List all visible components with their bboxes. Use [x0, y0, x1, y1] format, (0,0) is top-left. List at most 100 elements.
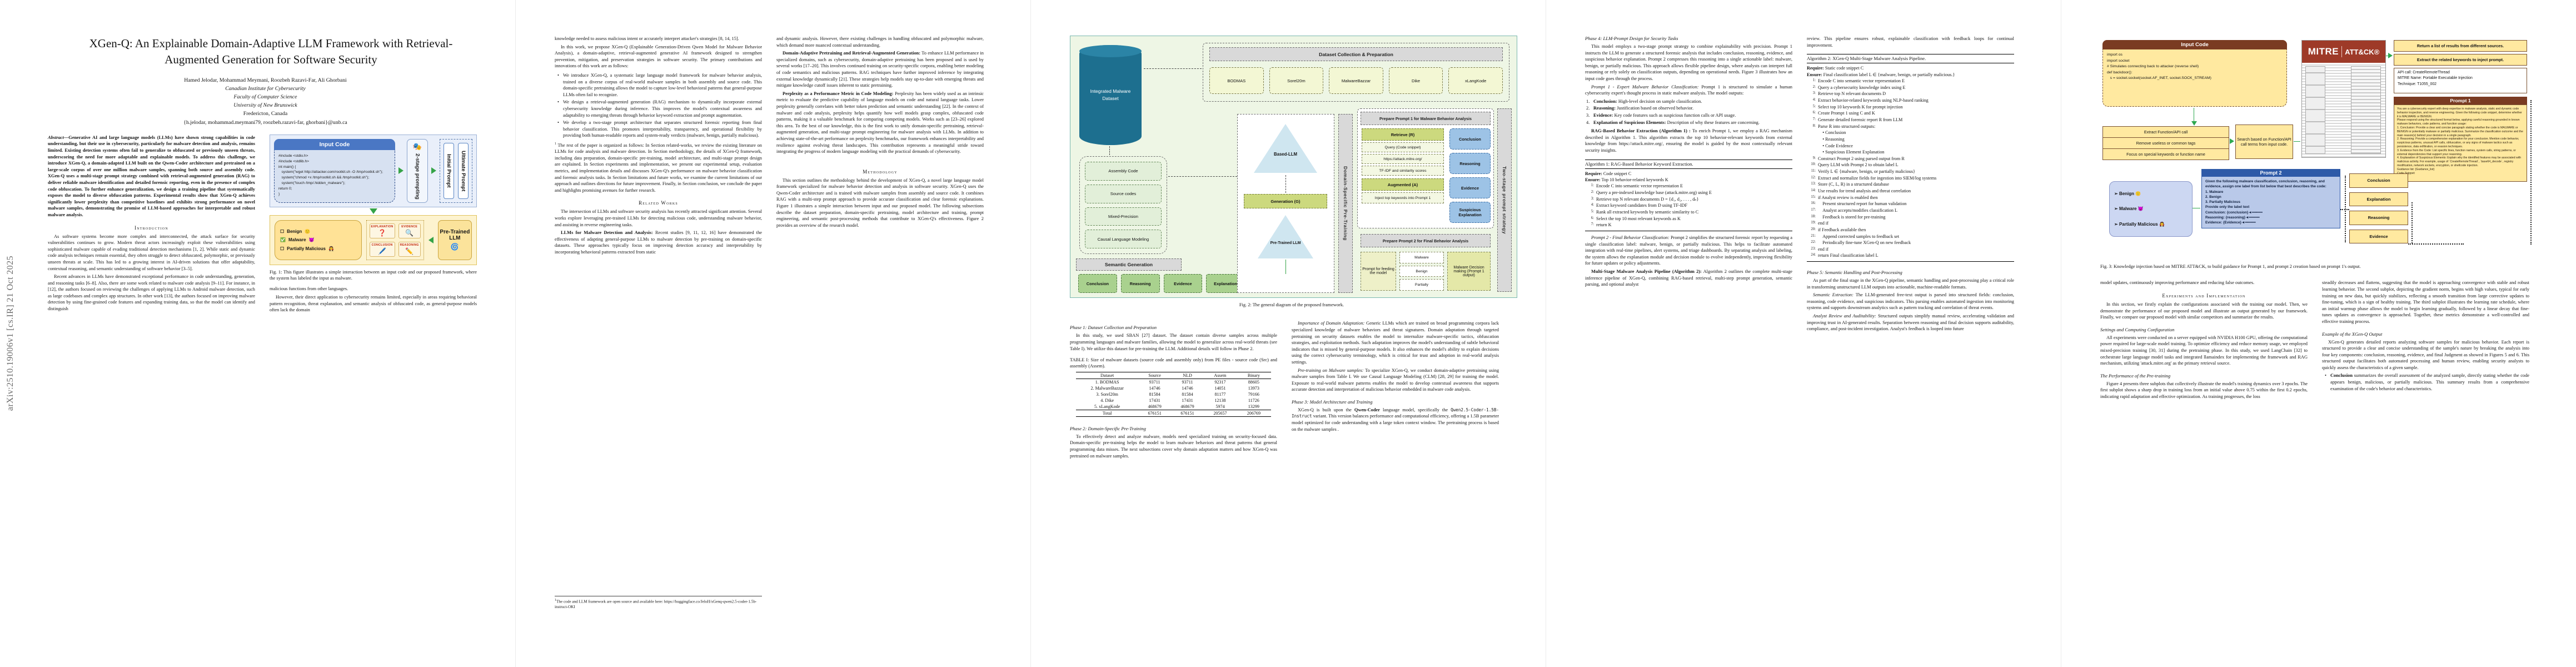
- paper-title: XGen-Q: An Explainable Domain-Adaptive L…: [89, 37, 453, 67]
- fig1-card-label: CONCLUSION: [371, 243, 393, 247]
- prompt2-header: Prepare Prompt 2 for Final Behavior Anal…: [1361, 234, 1491, 247]
- dotted-connector: [2530, 100, 2532, 245]
- contribution-item: We introduce XGen-Q, a systematic large …: [555, 72, 762, 98]
- card-icon: 🖊️: [378, 247, 387, 255]
- algorithm-line: 7:return K: [1591, 222, 1612, 228]
- fig1-initial-prompt: Initial Prompt: [444, 142, 454, 199]
- section-related-works: Related Works: [639, 200, 678, 206]
- algorithm-line: 12:Extract and normalize fields for inge…: [1811, 175, 1937, 181]
- contribution-item: We design a retrieval-augmented generati…: [555, 99, 762, 118]
- arrow-dataset: [1144, 68, 1202, 69]
- arrow-bullet-icon: ➢: [2114, 206, 2118, 212]
- dataset-section: [1203, 43, 1509, 102]
- contribution-list: We introduce XGen-Q, a systematic large …: [555, 72, 762, 140]
- algorithm-line: 1:Encode C into semantic vector represen…: [1812, 78, 1905, 84]
- fig1-two-stage-box: 🎭 2-stage prompting: [407, 138, 428, 203]
- fig1-prompt-panel: Input Code #include <stdio.h>#include <s…: [270, 134, 477, 207]
- fig1-llm-label: Pre-Trained LLM: [440, 229, 470, 242]
- table-cell: 2. MalwareBazzar: [1090, 385, 1124, 391]
- figure-1: Input Code #include <stdio.h>#include <s…: [270, 134, 477, 265]
- p5-continuation: model updates, continuously improving pe…: [2100, 280, 2255, 286]
- fig1-card-label: REASONING: [400, 243, 419, 247]
- fig3-step: Focus on special keywords or function na…: [2102, 148, 2229, 160]
- emoji-icon: 🙂: [2135, 191, 2141, 197]
- arrow-down-icon: [369, 208, 377, 214]
- arrow-right-icon: [398, 167, 403, 175]
- fig3-verdict-item: ➢ Benign 🙂: [2114, 191, 2188, 196]
- fig1-code-line: system("touch /tmp/.hidden_malware");: [278, 181, 346, 186]
- phase1-paragraph: In this study, we used SBAN [27] dataset…: [1070, 333, 1277, 351]
- mitre-wordmark: MITRE: [2308, 46, 2339, 57]
- phase2-heading: Phase 2: Domain-Specific Pre-Training: [1070, 425, 1146, 431]
- green-connector: [2294, 141, 2300, 142]
- algorithm-line: • Conclusion: [1818, 130, 1846, 136]
- table-cell: 5. xLangKode: [1094, 404, 1120, 409]
- model-variant-code: Qwen2.5-Coder-1.5B-Instruct: [1292, 407, 1499, 419]
- domain-adaptive-paragraph: Domain-Adaptive Pretraining and Retrieva…: [776, 51, 984, 88]
- p2-col-right: and dynamic analysis. However, there exi…: [776, 36, 984, 636]
- experiments-intro: In this section, we firstly explain the …: [2100, 301, 2308, 320]
- algorithm-line: 21: Append corrected samples to feedback…: [1811, 233, 1900, 239]
- huggingface-link[interactable]: https://huggingface.co/JeloH/xGenq-qwen2…: [555, 599, 757, 610]
- fig3-banner-2: Extract the related keywords to inject p…: [2394, 54, 2527, 66]
- fig1-code-line: int main() {: [278, 165, 296, 169]
- prompt1-output-box: Conclusion: [1449, 128, 1491, 150]
- algorithm-line: 1:Encode C into semantic vector represen…: [1591, 183, 1683, 189]
- algorithm-line: 23:end if: [1811, 246, 1828, 252]
- fig3-api-line: API call: CreateRemoteThread: [2398, 71, 2450, 74]
- table-header-cell: Assem: [1214, 372, 1227, 378]
- affiliation-4: Fredericton, Canada: [243, 111, 288, 117]
- p1-col-right: Input Code #include <stdio.h>#include <s…: [270, 134, 477, 315]
- table-cell: 14051: [1214, 385, 1226, 391]
- p3-col-right: Importance of Domain Adaptation: Generic…: [1292, 320, 1499, 461]
- fig3-code-line: s = socket.socket(socket.AF_INET, socket…: [2107, 76, 2211, 81]
- algorithm-1-require: Require: Code snippet C: [1585, 171, 1632, 176]
- pipeline-chip: Causal Language Modeling: [1085, 230, 1162, 248]
- dataset-chip: Dike: [1388, 67, 1443, 94]
- left-chip-container: [1079, 156, 1167, 254]
- fig1-verdict-label: Malware: [288, 237, 306, 243]
- pipeline-chip: Mixed-Precision: [1085, 207, 1162, 226]
- prompt1-output-box: Suspicious Explanation: [1449, 202, 1491, 223]
- fig3-code-line: # Simulates connecting back to attacker …: [2107, 64, 2199, 69]
- intro-paragraph-1: As software systems become more complex …: [48, 233, 255, 271]
- table-cell: 17431: [1182, 397, 1193, 403]
- algorithm-line: 22: Periodically fine-tune XGen-Q on new…: [1811, 240, 1911, 246]
- fig1-report-card: EXPLANATION ❓: [369, 223, 395, 238]
- table-total-cell: 205657: [1213, 410, 1227, 416]
- table-header-cell: Source: [1148, 372, 1161, 378]
- fig1-verdict-item: ✅ Malware 😈: [280, 237, 356, 242]
- algorithm-2-ensure: Ensure: Final classification label L ∈ {…: [1807, 72, 1955, 77]
- rag-extraction-paragraph: RAG-Based Behavior Extraction (Algorithm…: [1585, 128, 1793, 153]
- prompt1-output-item: 4.Explanation of Suspicious Elements: De…: [1586, 120, 1760, 125]
- algorithm-line: 9:Construct Prompt 2 using parsed output…: [1812, 156, 1905, 161]
- algorithm-line: 13:Store (C, L, R) in a structured datab…: [1811, 182, 1890, 187]
- algorithm-line: 17: Analyst accepts/modifies classificat…: [1811, 207, 1898, 213]
- fig1-card-label: EVIDENCE: [401, 225, 418, 228]
- fig1-input-code-title: Input Code: [274, 138, 395, 150]
- prompt1-header-label: Prepare Prompt 1 for Malware Behavior An…: [1379, 116, 1472, 121]
- phase5-paragraph-1: As part of the final stage in the XGen-Q…: [1807, 278, 2014, 290]
- augmented-box: Augmented (A): [1362, 178, 1444, 191]
- figure-1-caption: Fig. 1: This figure illustrates a simple…: [270, 269, 477, 281]
- semantic-box: Reasoning: [1120, 274, 1160, 293]
- domain-adaptation-paragraph: Importance of Domain Adaptation: Generic…: [1292, 321, 1499, 365]
- fig3-prompt2-title: Prompt 2: [2201, 169, 2340, 177]
- fig1-prompts-box: Initial Prompt Ultimate Prompt: [440, 138, 472, 203]
- prompt1-output-box: Evidence: [1449, 177, 1491, 198]
- fig3-api-line: Technique: T1055_002: [2398, 82, 2437, 86]
- emoji-icon: 😈: [308, 237, 315, 243]
- table-cell: 88605: [1248, 379, 1259, 385]
- query-box: Query (Code snippet): [1362, 142, 1444, 152]
- algorithm-line: 4:Extract behavior-related keywords usin…: [1812, 98, 1929, 103]
- query-label: Query (Code snippet): [1384, 145, 1421, 150]
- related-works-p1: The intersection of LLMs and software se…: [555, 209, 762, 227]
- arxiv-sidebar: arXiv:2510.19006v1 [cs.IR] 21 Oct 2025: [6, 0, 16, 667]
- fig3-verdict-scroll: ➢ Benign 🙂➢ Malware 😈➢ Partially Malicio…: [2109, 181, 2193, 237]
- semantic-generation-bar: Semantic Generation: [1076, 258, 1182, 271]
- mitre-header: MITRE ATT&CK®: [2302, 41, 2385, 63]
- contribution-item: We develop a two-stage prompt architectu…: [555, 120, 762, 139]
